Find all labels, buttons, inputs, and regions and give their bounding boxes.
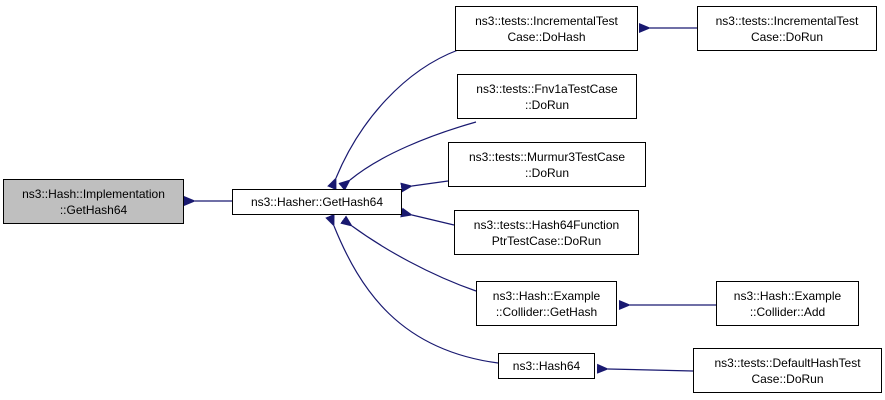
node-label: Case::DoHash xyxy=(507,29,586,44)
node-label: ns3::tests::Fnv1aTestCase xyxy=(476,81,618,96)
node-collider-gethash[interactable]: ns3::Hash::Example ::Collider::GetHash xyxy=(476,281,617,326)
node-label: ::DoRun xyxy=(524,165,570,180)
node-label: ns3::tests::IncrementalTest xyxy=(715,13,859,28)
node-incremental-dohash[interactable]: ns3::tests::IncrementalTest Case::DoHash xyxy=(455,6,638,51)
node-label: ns3::Hash64 xyxy=(512,359,581,373)
node-label: ::Collider::Add xyxy=(749,304,826,319)
node-impl-gethash64: ns3::Hash::Implementation ::GetHash64 xyxy=(3,179,184,224)
node-label: ns3::tests::DefaultHashTest xyxy=(714,355,861,370)
edge-fnv1a-to-hasher xyxy=(338,121,477,191)
node-label: PtrTestCase::DoRun xyxy=(491,233,602,248)
node-label: ns3::Hash::Implementation xyxy=(22,186,165,201)
edge-hash64-to-hasher xyxy=(325,213,499,364)
node-label: Case::DoRun xyxy=(750,29,824,44)
node-murmur3-dorun[interactable]: ns3::tests::Murmur3TestCase ::DoRun xyxy=(448,142,646,187)
node-hash64[interactable]: ns3::Hash64 xyxy=(498,353,595,379)
edge-hash64function-to-hasher xyxy=(400,207,455,226)
node-defaulthash-dorun[interactable]: ns3::tests::DefaultHashTest Case::DoRun xyxy=(693,348,882,393)
node-label: ns3::tests::Murmur3TestCase xyxy=(468,149,626,164)
node-label: ::DoRun xyxy=(524,97,570,112)
edge-incremental-dohash-to-hasher xyxy=(327,49,459,191)
edge-defaulthash-to-hash64 xyxy=(596,363,694,374)
node-label: ns3::tests::Hash64Function xyxy=(473,217,620,232)
node-hasher-gethash64[interactable]: ns3::Hasher::GetHash64 xyxy=(232,189,402,215)
node-label: Case::DoRun xyxy=(751,371,824,386)
node-label: ns3::Hash::Example xyxy=(733,288,842,303)
node-label: ns3::Hash::Example xyxy=(492,288,601,303)
node-incremental-dorun[interactable]: ns3::tests::IncrementalTest Case::DoRun xyxy=(697,6,877,51)
node-fnv1a-dorun[interactable]: ns3::tests::Fnv1aTestCase ::DoRun xyxy=(457,74,637,119)
node-label: ns3::Hasher::GetHash64 xyxy=(250,195,384,209)
edge-murmur3-to-hasher xyxy=(400,180,449,193)
node-collider-add[interactable]: ns3::Hash::Example ::Collider::Add xyxy=(716,281,859,326)
node-label: ns3::tests::IncrementalTest xyxy=(475,13,618,28)
node-label: ::Collider::GetHash xyxy=(495,304,598,319)
node-label: ::GetHash64 xyxy=(59,202,128,217)
node-hash64function-dorun[interactable]: ns3::tests::Hash64Function PtrTestCase::… xyxy=(454,210,639,255)
edge-collider-gethash-to-hasher xyxy=(340,215,477,292)
